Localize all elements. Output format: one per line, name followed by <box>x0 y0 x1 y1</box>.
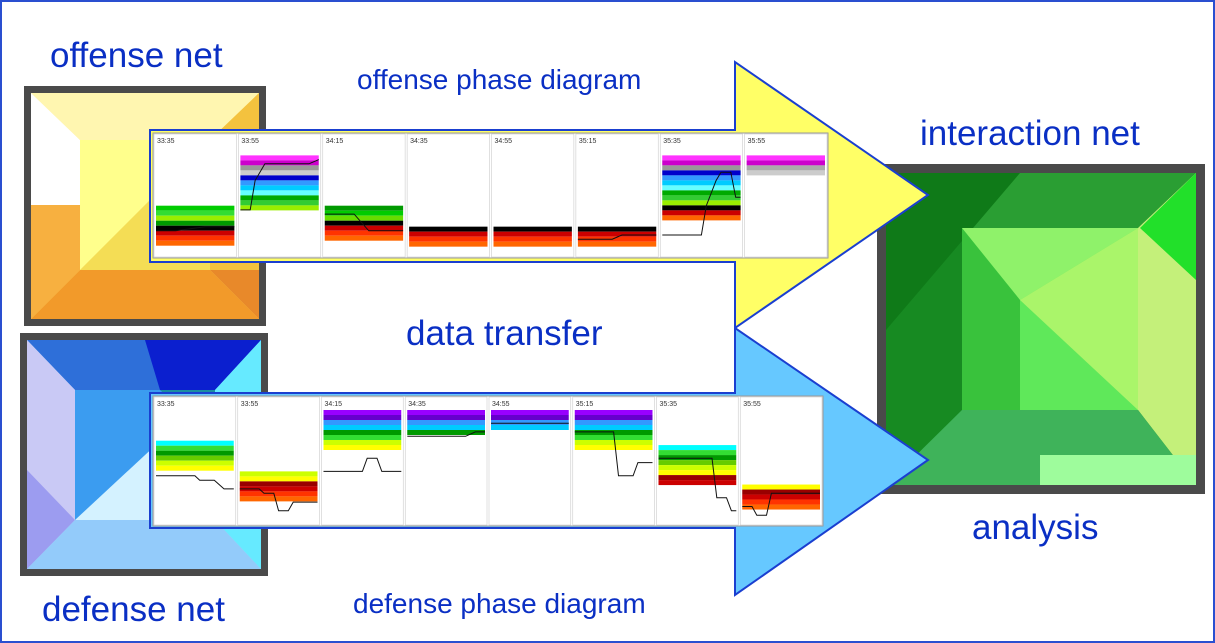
phase-cell: 34:35 <box>404 396 488 526</box>
phase-cell: 35:35 <box>659 133 743 258</box>
phase-cell: 34:55 <box>491 133 575 258</box>
phase-cell: 34:15 <box>322 133 406 258</box>
phase-timestamp: 34:15 <box>325 401 343 408</box>
phase-timestamp: 34:35 <box>410 138 428 145</box>
analysis-label: analysis <box>972 508 1099 547</box>
defense-net-label: defense net <box>42 590 225 629</box>
phase-timestamp: 34:55 <box>492 401 510 408</box>
phase-timestamp: 35:55 <box>748 138 766 145</box>
data-transfer-label: data transfer <box>406 314 603 353</box>
phase-cell: 35:55 <box>744 133 828 258</box>
offense-phase-diagram: 33:35 33:55 34:15 34:35 34:55 35:15 35:35 35:55 <box>152 132 829 259</box>
phase-timestamp: 34:55 <box>495 138 513 145</box>
phase-timestamp: 35:35 <box>660 401 678 408</box>
phase-timestamp: 35:35 <box>663 138 681 145</box>
phase-cell: 35:15 <box>575 133 659 258</box>
phase-cell: 35:35 <box>656 396 739 526</box>
defense-phase-diagram: 33:35 33:55 34:15 34:35 34:55 35:15 35:35 35:55 <box>152 395 824 527</box>
offense-net-label: offense net <box>50 36 223 75</box>
phase-cell: 35:15 <box>572 396 655 526</box>
phase-timestamp: 33:35 <box>157 138 175 145</box>
phase-timestamp: 35:15 <box>579 138 597 145</box>
phase-timestamp: 34:15 <box>326 138 344 145</box>
phase-cell: 33:55 <box>238 133 322 258</box>
phase-cell: 33:35 <box>153 133 237 258</box>
offense-phase-diagram-label: offense phase diagram <box>357 64 642 95</box>
phase-timestamp: 33:35 <box>157 401 175 408</box>
phase-cell: 34:55 <box>488 396 572 526</box>
phase-timestamp: 34:35 <box>408 401 426 408</box>
phase-cell: 33:35 <box>153 396 237 526</box>
phase-cell: 34:35 <box>406 133 490 258</box>
defense-phase-diagram-label: defense phase diagram <box>353 588 646 619</box>
phase-cell: 33:55 <box>237 396 320 526</box>
phase-cell: 35:55 <box>739 396 823 526</box>
phase-timestamp: 33:55 <box>241 138 259 145</box>
phase-timestamp: 33:55 <box>241 401 259 408</box>
phase-cell: 34:15 <box>321 396 404 526</box>
interaction-net-label: interaction net <box>920 114 1140 153</box>
phase-timestamp: 35:15 <box>576 401 594 408</box>
interaction-net-image <box>877 164 1205 494</box>
phase-timestamp: 35:55 <box>743 401 761 408</box>
